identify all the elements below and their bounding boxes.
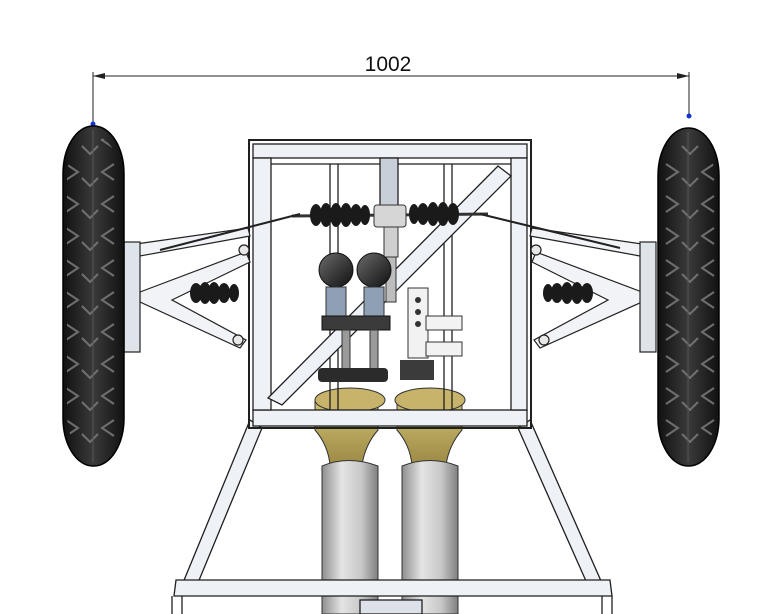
arrowhead-left — [93, 73, 105, 79]
left-upright — [123, 241, 141, 353]
right-suspension — [479, 213, 657, 353]
pedal-assembly — [318, 252, 463, 382]
rack-boot-left — [310, 203, 370, 227]
right-upright — [639, 241, 657, 353]
left-wheel — [62, 125, 125, 467]
right-wheel — [657, 127, 720, 467]
left-suspension — [123, 213, 301, 353]
right-cv-boot — [543, 282, 593, 304]
dimension-value[interactable]: 1002 — [365, 53, 412, 76]
steering-rack — [291, 202, 489, 303]
lower-chassis-frame — [171, 419, 613, 614]
dimension-point-right[interactable] — [686, 113, 692, 119]
rack-housing — [373, 204, 407, 228]
left-tie-rod — [159, 213, 301, 251]
pedal-knob-right — [356, 252, 392, 288]
overall-width-dimension: 1002 — [90, 53, 692, 127]
right-tie-rod — [479, 213, 621, 249]
right-upper-a-arm — [529, 227, 643, 257]
rack-boot-right — [409, 202, 459, 226]
dimension-point-left[interactable] — [90, 121, 96, 127]
arrowhead-right — [677, 73, 689, 79]
frame-outer — [248, 139, 532, 429]
pedal-knob-left — [318, 252, 354, 288]
left-cv-boot — [190, 282, 239, 304]
